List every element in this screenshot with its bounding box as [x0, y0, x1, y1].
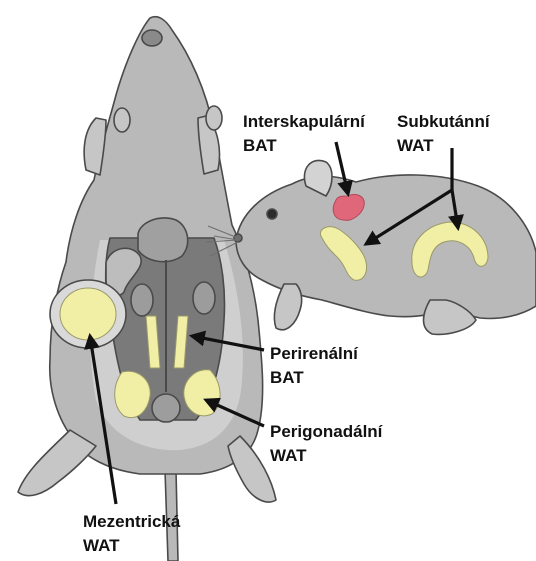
label-mesenteric-line1: Mezentrická	[83, 510, 180, 534]
label-subcutaneous-line1: Subkutánní	[397, 110, 490, 134]
kidney-left	[131, 284, 153, 316]
mesenteric-wat	[60, 288, 116, 340]
head-ear-left	[114, 108, 130, 132]
dissected-mouse	[18, 17, 276, 561]
bladder	[152, 394, 180, 422]
label-interscapular-line2: BAT	[243, 134, 365, 158]
label-perigonadal-line1: Perigonadální	[270, 420, 382, 444]
label-interscapular-bat: Interskapulární BAT	[243, 110, 365, 158]
label-interscapular-line1: Interskapulární	[243, 110, 365, 134]
label-perigonadal-line2: WAT	[270, 444, 382, 468]
label-perigonadal-wat: Perigonadální WAT	[270, 420, 382, 468]
hind-left-leg	[18, 430, 96, 496]
side-mouse-eye	[267, 209, 277, 219]
label-perirenal-bat: Perirenální BAT	[270, 342, 358, 390]
label-mesenteric-wat: Mezentrická WAT	[83, 510, 180, 558]
label-perirenal-line2: BAT	[270, 366, 358, 390]
stomach	[138, 218, 188, 262]
side-front-leg	[274, 284, 301, 330]
label-perirenal-line1: Perirenální	[270, 342, 358, 366]
kidney-right	[193, 282, 215, 314]
mouth	[142, 30, 162, 46]
label-mesenteric-line2: WAT	[83, 534, 180, 558]
label-subcutaneous-wat: Subkutánní WAT	[397, 110, 490, 158]
head-ear-right	[206, 106, 222, 130]
label-subcutaneous-line2: WAT	[397, 134, 490, 158]
